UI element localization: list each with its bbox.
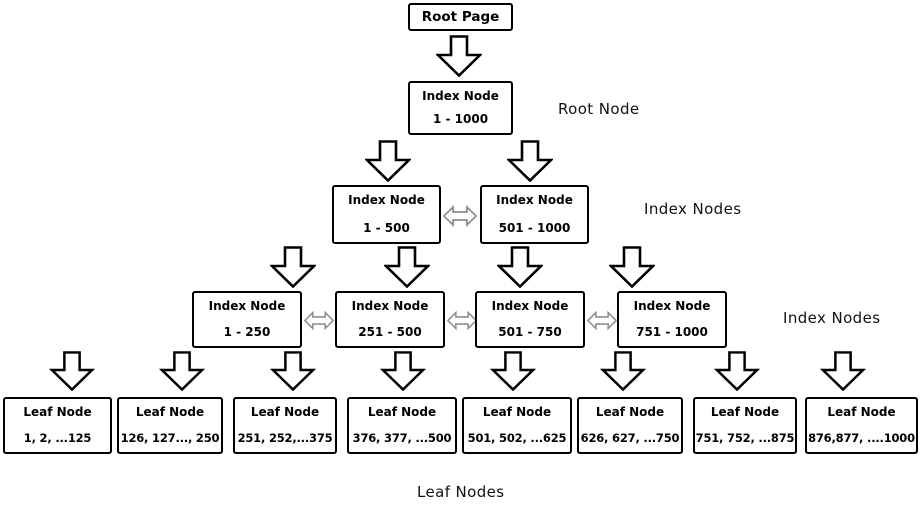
double-arrow-icon bbox=[586, 309, 618, 332]
node-range: 251, 252,...375 bbox=[237, 431, 333, 445]
node-title: Index Node bbox=[351, 299, 429, 313]
root-page-label: Root Page bbox=[421, 9, 500, 25]
index-node-501-1000: Index Node 501 - 1000 bbox=[480, 185, 589, 244]
down-arrow-icon bbox=[607, 246, 657, 289]
root-page-node: Root Page bbox=[408, 3, 513, 31]
node-range: 501 - 1000 bbox=[498, 221, 571, 235]
node-range: 1 - 250 bbox=[223, 325, 271, 339]
double-arrow-icon bbox=[446, 309, 478, 332]
leaf-node-751-875: Leaf Node 751, 752, ...875 bbox=[693, 397, 797, 454]
double-arrow-icon bbox=[303, 309, 335, 332]
leaf-nodes-label: Leaf Nodes bbox=[417, 483, 505, 501]
down-arrow-icon bbox=[489, 351, 537, 392]
node-range: 126, 127..., 250 bbox=[120, 431, 220, 445]
down-arrow-icon bbox=[434, 35, 484, 78]
node-title: Index Node bbox=[496, 193, 573, 207]
down-arrow-icon bbox=[158, 351, 206, 392]
node-range: 751, 752, ...875 bbox=[695, 431, 795, 445]
index-nodes-label: Index Nodes bbox=[783, 309, 881, 327]
leaf-node-626-750: Leaf Node 626, 627, ...750 bbox=[577, 397, 683, 454]
node-range: 501 - 750 bbox=[498, 325, 562, 339]
node-title: Leaf Node bbox=[367, 405, 437, 419]
down-arrow-icon bbox=[819, 351, 867, 392]
index-node-1-500: Index Node 1 - 500 bbox=[332, 185, 441, 244]
node-title: Index Node bbox=[348, 193, 425, 207]
double-arrow-icon bbox=[442, 204, 478, 228]
node-title: Leaf Node bbox=[250, 405, 320, 419]
node-range: 1 - 500 bbox=[363, 221, 410, 235]
leaf-node-376-500: Leaf Node 376, 377, ...500 bbox=[347, 397, 457, 454]
node-title: Leaf Node bbox=[827, 405, 896, 419]
node-title: Leaf Node bbox=[135, 405, 205, 419]
index-node-251-500: Index Node 251 - 500 bbox=[335, 291, 445, 348]
node-title: Index Node bbox=[208, 299, 286, 313]
down-arrow-icon bbox=[599, 351, 647, 392]
node-range: 626, 627, ...750 bbox=[580, 431, 680, 445]
index-node-1-250: Index Node 1 - 250 bbox=[192, 291, 302, 348]
node-title: Index Node bbox=[422, 89, 499, 103]
node-title: Index Node bbox=[633, 299, 711, 313]
node-range: 876,877, ....1000 bbox=[808, 431, 915, 445]
node-range: 251 - 500 bbox=[358, 325, 422, 339]
leaf-node-251-375: Leaf Node 251, 252,...375 bbox=[233, 397, 337, 454]
down-arrow-icon bbox=[379, 351, 427, 392]
down-arrow-icon bbox=[268, 246, 318, 289]
down-arrow-icon bbox=[495, 246, 545, 289]
node-title: Leaf Node bbox=[482, 405, 552, 419]
leaf-node-876-1000: Leaf Node 876,877, ....1000 bbox=[805, 397, 918, 454]
down-arrow-icon bbox=[713, 351, 761, 392]
down-arrow-icon bbox=[48, 351, 96, 392]
node-range: 501, 502, ...625 bbox=[467, 431, 567, 445]
down-arrow-icon bbox=[363, 140, 413, 183]
down-arrow-icon bbox=[269, 351, 317, 392]
index-node-501-750: Index Node 501 - 750 bbox=[475, 291, 585, 348]
node-range: 751 - 1000 bbox=[636, 325, 708, 339]
leaf-node-126-250: Leaf Node 126, 127..., 250 bbox=[117, 397, 223, 454]
down-arrow-icon bbox=[505, 140, 555, 183]
index-node-751-1000: Index Node 751 - 1000 bbox=[617, 291, 727, 348]
node-title: Leaf Node bbox=[595, 405, 665, 419]
node-title: Leaf Node bbox=[23, 405, 92, 419]
index-nodes-label: Index Nodes bbox=[644, 200, 742, 218]
node-range: 1, 2, ...125 bbox=[23, 431, 92, 445]
root-node-label: Root Node bbox=[558, 100, 640, 118]
index-node-1-1000: Index Node 1 - 1000 bbox=[408, 81, 513, 135]
down-arrow-icon bbox=[382, 246, 432, 289]
node-title: Leaf Node bbox=[710, 405, 780, 419]
node-title: Index Node bbox=[491, 299, 569, 313]
leaf-node-501-625: Leaf Node 501, 502, ...625 bbox=[462, 397, 572, 454]
leaf-node-1-125: Leaf Node 1, 2, ...125 bbox=[3, 397, 112, 454]
node-range: 376, 377, ...500 bbox=[352, 431, 452, 445]
node-range: 1 - 1000 bbox=[432, 112, 489, 126]
